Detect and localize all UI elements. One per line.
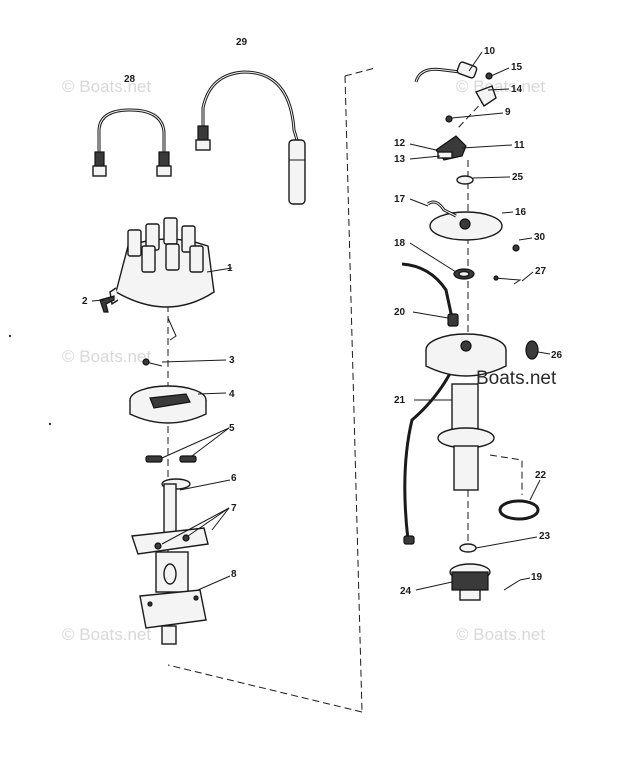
felt-washer <box>453 268 475 280</box>
advance-weights <box>154 534 190 550</box>
spark-plug-wire-short <box>92 108 172 177</box>
cam-assembly <box>131 478 209 555</box>
callout-10: 10 <box>484 46 496 57</box>
callout-12: 12 <box>394 138 406 149</box>
callout-29: 29 <box>236 37 248 48</box>
thrust-washer <box>459 543 477 553</box>
primary-lead-wire <box>427 200 457 218</box>
speck <box>48 422 52 426</box>
rotor-screw <box>142 358 163 367</box>
callout-25: 25 <box>512 172 524 183</box>
callout-13: 13 <box>394 154 406 165</box>
callout-3: 3 <box>229 355 235 366</box>
watermark-bottom-left: © Boats.net <box>62 625 151 644</box>
callout-24: 24 <box>400 586 412 597</box>
callout-7: 7 <box>231 503 237 514</box>
callout-22: 22 <box>535 470 547 481</box>
ignition-lead-wire <box>401 262 459 545</box>
watermark-top-left: © Boats.net <box>62 77 151 96</box>
callout-23: 23 <box>539 531 551 542</box>
watermark-layer: © Boats.net © Boats.net © Boats.net © Bo… <box>62 77 545 644</box>
callout-14: 14 <box>511 84 523 95</box>
retainer-ring <box>456 175 474 185</box>
callout-4: 4 <box>229 389 235 400</box>
callout-9: 9 <box>505 107 511 118</box>
advance-springs <box>145 455 197 463</box>
callout-6: 6 <box>231 473 237 484</box>
leader-lines <box>91 51 551 591</box>
o-ring <box>498 499 540 521</box>
seal-ring <box>525 340 539 360</box>
callout-28: 28 <box>124 74 136 85</box>
watermark-bottom-right: © Boats.net <box>456 625 545 644</box>
callout-17: 17 <box>394 194 406 205</box>
roll-pin <box>503 579 521 591</box>
callout-15: 15 <box>511 62 523 73</box>
callout-11: 11 <box>514 140 525 151</box>
drive-gear <box>449 563 491 601</box>
watermark-overlay: Boats.net <box>476 368 557 389</box>
callout-labels: 28 29 1 2 3 4 5 6 7 8 10 15 14 9 12 11 1… <box>82 37 563 597</box>
spark-plug-wire-long <box>195 70 306 205</box>
callout-30: 30 <box>534 232 546 243</box>
breaker-plate <box>429 211 503 241</box>
callout-19: 19 <box>531 572 543 583</box>
callout-20: 20 <box>394 307 406 318</box>
contact-points <box>435 135 467 161</box>
callout-16: 16 <box>515 207 527 218</box>
speck <box>8 334 12 338</box>
rotor <box>129 385 207 424</box>
ground-strap-bracket <box>493 275 522 285</box>
callout-27: 27 <box>535 266 547 277</box>
callout-2: 2 <box>82 296 88 307</box>
watermark-top-right: © Boats.net <box>456 77 545 96</box>
callout-18: 18 <box>394 238 406 249</box>
callout-1: 1 <box>227 263 233 274</box>
callout-8: 8 <box>231 569 237 580</box>
callout-26: 26 <box>551 350 563 361</box>
distributor-cap <box>109 217 215 341</box>
callout-21: 21 <box>394 395 406 406</box>
distributor-housing <box>139 551 207 645</box>
watermark-mid-left: © Boats.net <box>62 347 151 366</box>
callout-5: 5 <box>229 423 235 434</box>
distributor-body <box>425 333 507 491</box>
